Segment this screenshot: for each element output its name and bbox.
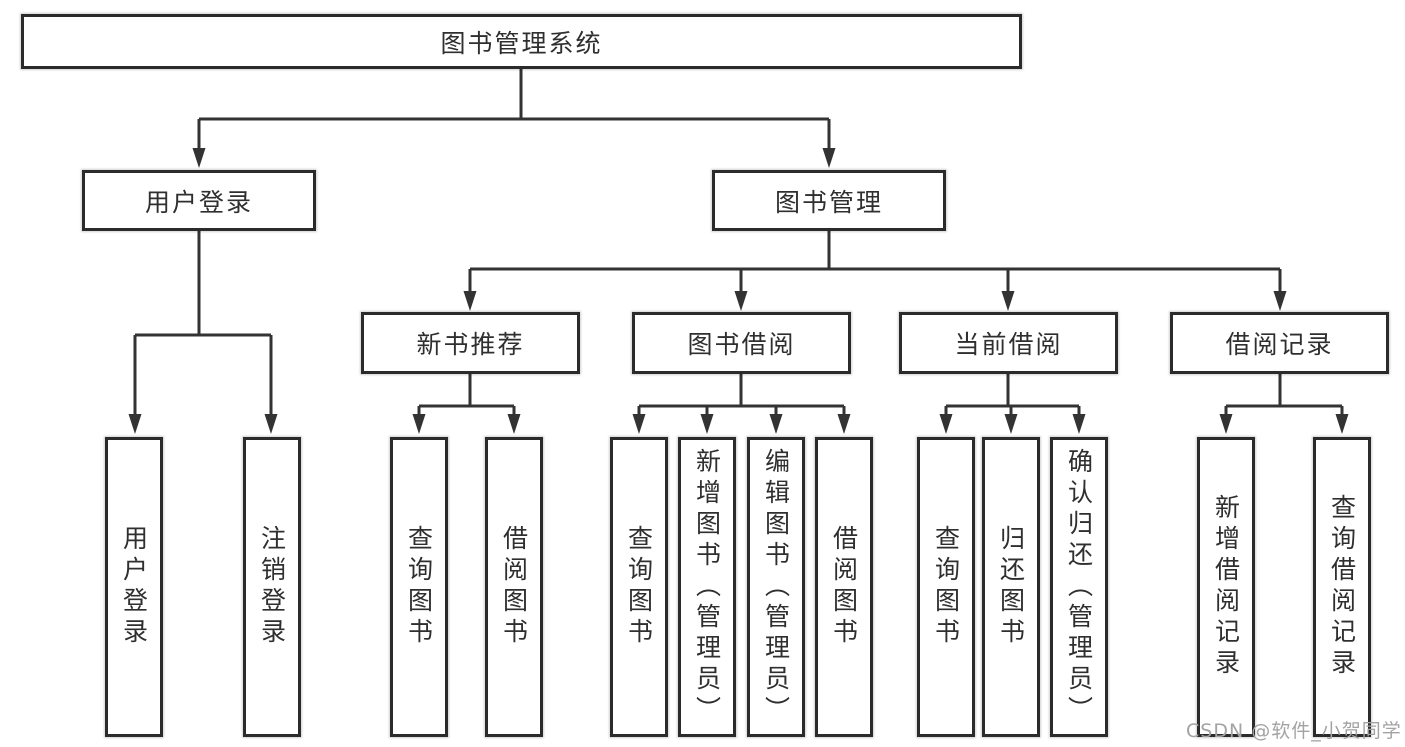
leaf-label: 查询图书 [624,525,654,649]
leaf-add-books-admin: 新增图书（管理员） [678,437,736,737]
leaf-label: 归还图书 [996,525,1026,649]
leaf-query-books-recommend: 查询图书 [390,437,448,737]
leaf-label: 新增借阅记录 [1211,494,1241,680]
leaf-return-books: 归还图书 [982,437,1040,737]
leaf-label: 查询借阅记录 [1327,494,1357,680]
leaf-label: 确认归还（管理员） [1064,447,1094,727]
node-user-login: 用户登录 [82,170,316,231]
leaf-query-books-current: 查询图书 [917,437,975,737]
node-book-borrowing: 图书借阅 [632,312,851,374]
node-book-management: 图书管理 [712,170,946,231]
node-label: 图书管理系统 [440,28,603,58]
leaf-label: 新增图书（管理员） [692,447,722,727]
node-label: 新书推荐 [416,330,525,359]
leaf-label: 查询图书 [404,525,434,649]
node-label: 当前借阅 [954,330,1063,359]
leaf-label: 用户登录 [119,525,149,649]
leaf-logout: 注销登录 [243,437,301,737]
leaf-label: 借阅图书 [499,525,529,649]
leaf-user-login: 用户登录 [105,437,163,737]
node-label: 借阅记录 [1225,330,1334,359]
leaf-label: 编辑图书（管理员） [761,447,791,727]
leaf-borrow-books: 借阅图书 [815,437,873,737]
node-current-borrowing: 当前借阅 [899,312,1118,374]
node-label: 图书管理 [774,187,883,217]
node-label: 用户登录 [144,187,253,217]
leaf-query-books-borrow: 查询图书 [610,437,668,737]
node-new-book-recommendation: 新书推荐 [361,312,580,374]
leaf-label: 查询图书 [931,525,961,649]
leaf-edit-books-admin: 编辑图书（管理员） [747,437,805,737]
leaf-label: 借阅图书 [829,525,859,649]
leaf-query-borrow-record: 查询借阅记录 [1313,437,1371,737]
leaf-add-borrow-record: 新增借阅记录 [1197,437,1255,737]
node-label: 图书借阅 [687,330,796,359]
leaf-borrow-books-recommend: 借阅图书 [485,437,543,737]
leaf-label: 注销登录 [257,525,287,649]
csdn-watermark: CSDN @软件_小贺同学 [1186,720,1402,742]
leaf-confirm-return-admin: 确认归还（管理员） [1050,437,1108,737]
node-library-management-system: 图书管理系统 [21,14,1022,69]
node-borrowing-records: 借阅记录 [1170,312,1389,374]
